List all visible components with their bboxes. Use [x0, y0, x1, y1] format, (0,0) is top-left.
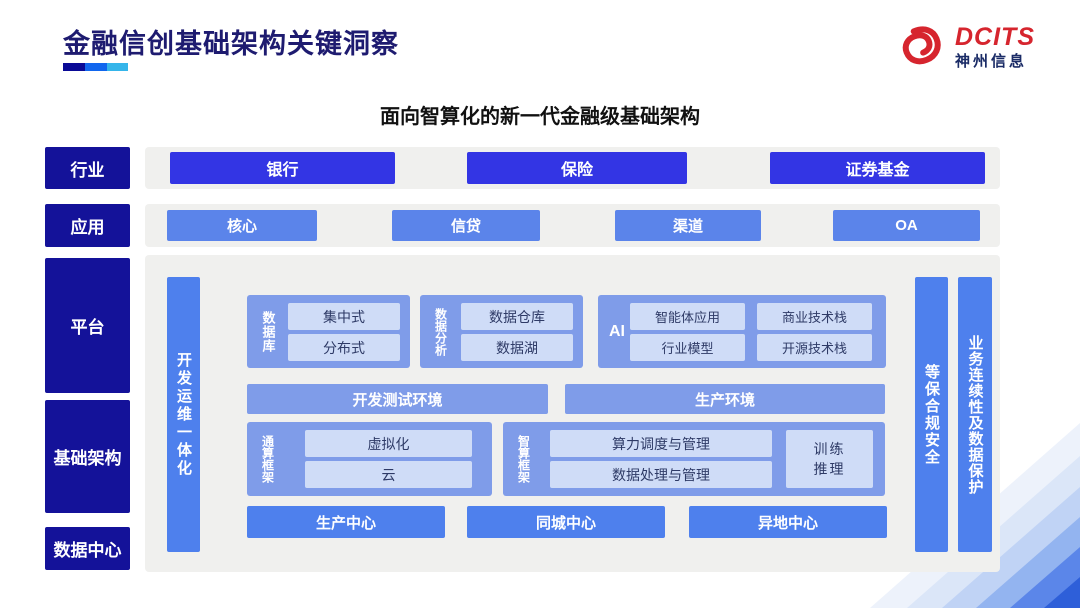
application-item-credit: 信贷 [392, 210, 540, 241]
ai-item-agent-apps: 智能体应用 [630, 303, 745, 330]
env-dev-test: 开发测试环境 [247, 384, 548, 414]
application-item-core: 核心 [167, 210, 317, 241]
underline-segment-blue [85, 63, 107, 71]
security-bar-continuity: 业务连续性及数据保护 [958, 277, 992, 552]
ai-item-industry-models: 行业模型 [630, 334, 745, 361]
industry-item-securities: 证券基金 [770, 152, 985, 184]
application-item-channel: 渠道 [615, 210, 761, 241]
general-framework-group: 通算框架 虚拟化 云 [247, 422, 492, 496]
sidebar-label-application: 应用 [45, 204, 130, 247]
industry-item-insurance: 保险 [467, 152, 687, 184]
general-item-virtualization: 虚拟化 [305, 430, 472, 457]
logo-brand-text: DCITS [955, 23, 1035, 51]
analytics-item-warehouse: 数据仓库 [461, 303, 573, 330]
security-bar-compliance: 等保合规安全 [915, 277, 948, 552]
analytics-group-label: 数据分析 [433, 307, 448, 356]
center-remote: 异地中心 [689, 506, 887, 538]
dcits-logo: DCITS 神州信息 [893, 18, 1058, 76]
training-inference-text: 训练推理 [813, 440, 846, 477]
ai-item-opensource-stack: 开源技术栈 [757, 334, 872, 361]
logo-company-text: 神州信息 [955, 53, 1028, 70]
intelligent-item-compute-scheduling: 算力调度与管理 [550, 430, 772, 457]
database-group-label: 数据库 [260, 310, 276, 353]
env-production: 生产环境 [565, 384, 885, 414]
application-item-oa: OA [833, 210, 980, 241]
sidebar-label-platform: 平台 [45, 258, 130, 393]
dcits-swirl-icon [893, 23, 947, 71]
industry-item-bank: 银行 [170, 152, 395, 184]
analytics-item-lake: 数据湖 [461, 334, 573, 361]
intelligent-item-training-inference: 训练推理 [786, 430, 873, 488]
database-group: 数据库 集中式 分布式 [247, 295, 410, 368]
underline-segment-cyan [107, 63, 128, 71]
underline-segment-dark [63, 63, 85, 71]
analytics-group: 数据分析 数据仓库 数据湖 [420, 295, 583, 368]
center-production: 生产中心 [247, 506, 445, 538]
ai-item-commercial-stack: 商业技术栈 [757, 303, 872, 330]
sidebar-label-industry: 行业 [45, 147, 130, 189]
ai-group-label: AI [609, 322, 625, 340]
database-item-distributed: 分布式 [288, 334, 400, 361]
sidebar-label-infrastructure: 基础架构 [45, 400, 130, 513]
center-same-city: 同城中心 [467, 506, 665, 538]
title-underline [63, 63, 128, 71]
diagram-heading: 面向智算化的新一代金融级基础架构 [380, 106, 700, 128]
intelligent-framework-label: 智算框架 [516, 435, 531, 483]
page-title: 金融信创基础架构关键洞察 [63, 29, 399, 59]
ai-group: AI 智能体应用 商业技术栈 行业模型 开源技术栈 [598, 295, 886, 368]
general-item-cloud: 云 [305, 461, 472, 488]
intelligent-item-data-processing: 数据处理与管理 [550, 461, 772, 488]
database-item-centralized: 集中式 [288, 303, 400, 330]
intelligent-framework-group: 智算框架 算力调度与管理 数据处理与管理 训练推理 [503, 422, 885, 496]
devops-bar: 开发运维一体化 [167, 277, 200, 552]
general-framework-label: 通算框架 [260, 435, 275, 483]
sidebar-label-datacenter: 数据中心 [45, 527, 130, 570]
